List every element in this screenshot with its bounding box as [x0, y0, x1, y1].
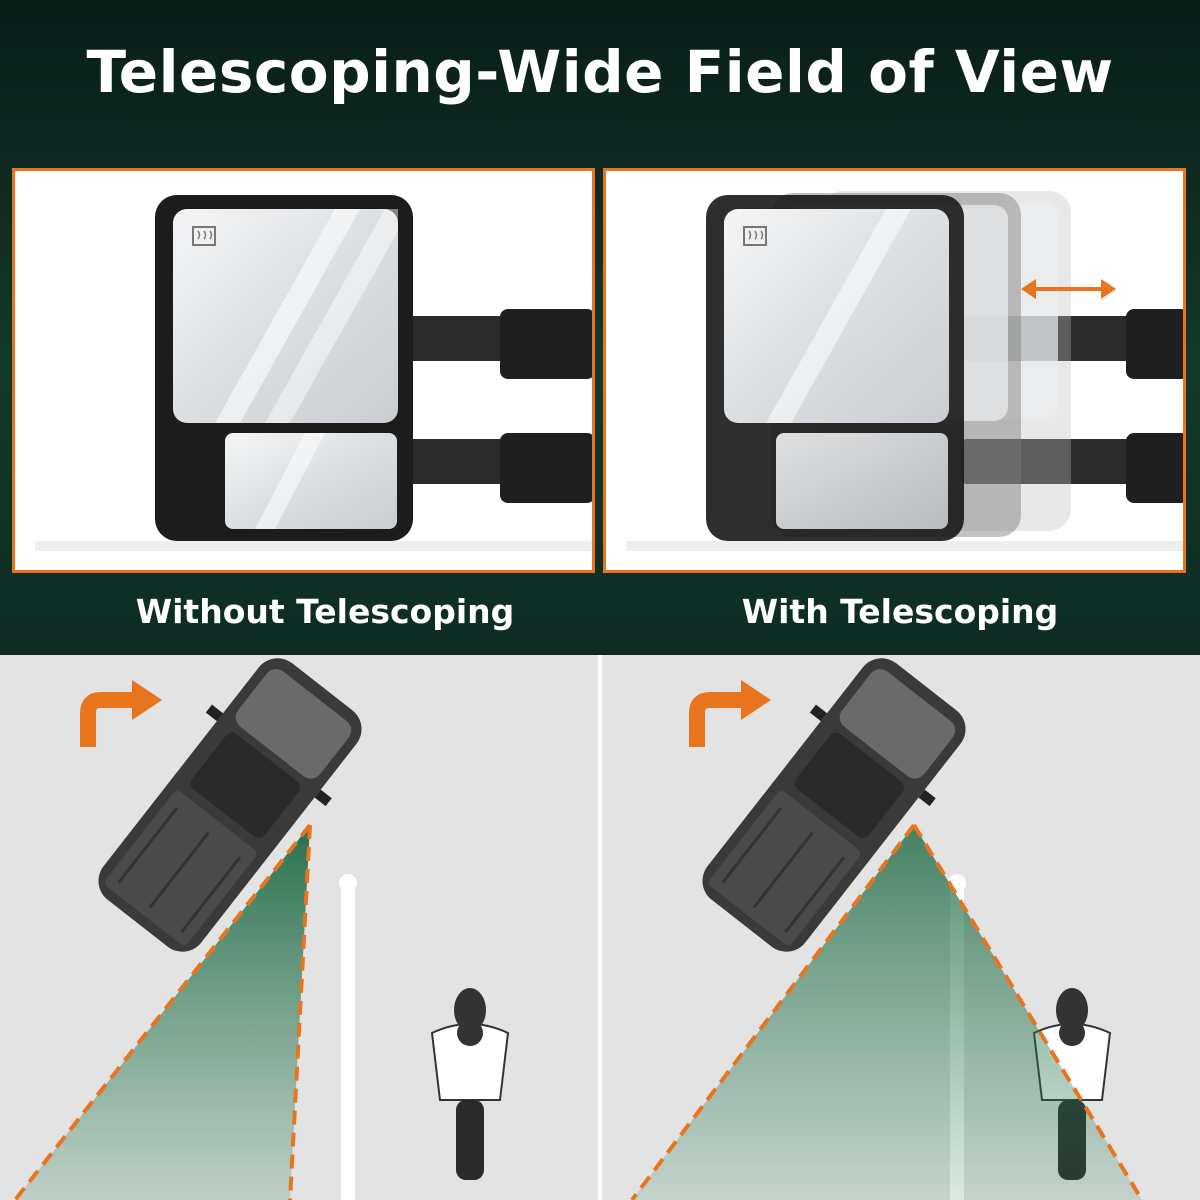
defrost-icon [192, 226, 216, 246]
mirror-panel-with-telescoping [603, 168, 1186, 573]
scene-divider [598, 655, 602, 1200]
road-scene-with-telescoping [602, 655, 1200, 1200]
mirror-panel-without-telescoping [12, 168, 595, 573]
pickup-truck [98, 658, 362, 952]
pickup-truck [702, 658, 966, 952]
double-arrow-icon [1021, 279, 1116, 299]
caption-with-telescoping: With Telescoping [741, 592, 1059, 631]
mirror-illustration [35, 195, 592, 551]
turn-right-arrow-icon [80, 680, 162, 747]
road-illustration [13, 658, 510, 1200]
turn-right-arrow-icon [689, 680, 771, 747]
caption-without-telescoping: Without Telescoping [135, 592, 515, 631]
defrost-icon [743, 226, 767, 246]
road-illustration [630, 658, 1144, 1200]
road-scene-without-telescoping [0, 655, 598, 1200]
mirror-illustration [626, 191, 1183, 551]
motorcycle-rider [430, 988, 510, 1180]
view-zone [632, 825, 1142, 1200]
page-title: Telescoping-Wide Field of View [86, 38, 1114, 106]
